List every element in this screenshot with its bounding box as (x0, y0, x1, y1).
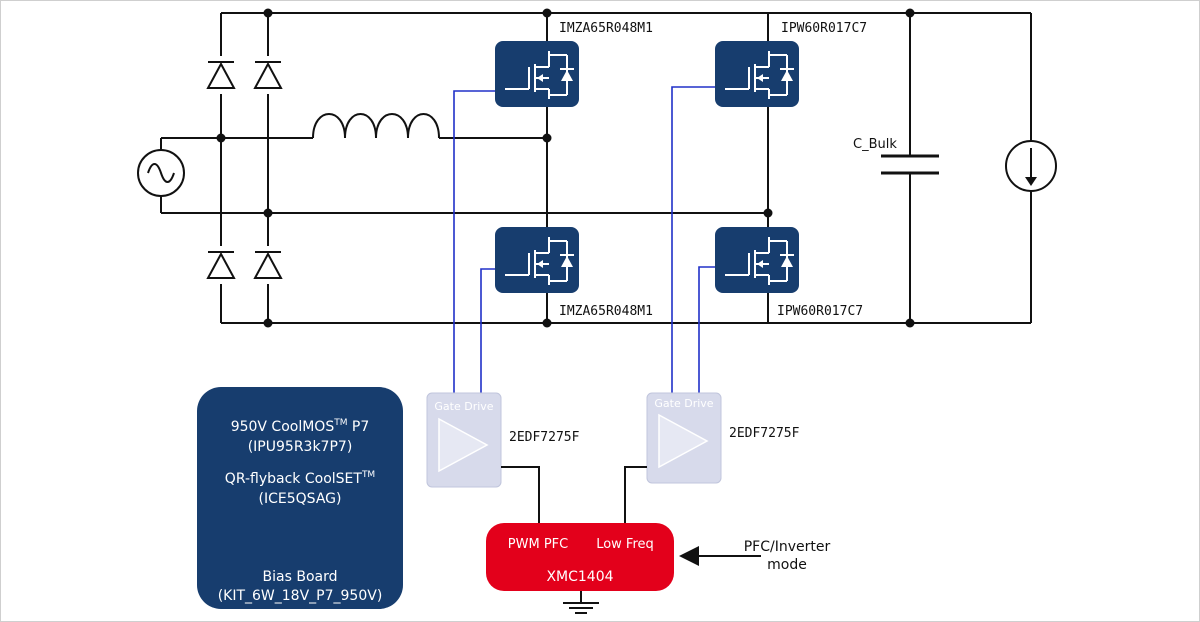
gate-drive-part-label: 2EDF7275F (729, 426, 800, 441)
bias-board-line2: (IPU95R3k7P7) (248, 439, 353, 455)
mosfet-icon (715, 227, 799, 293)
bias-board-block: 950V CoolMOSTM P7 (IPU95R3k7P7) QR-flyba… (197, 387, 403, 609)
diode-icon (206, 246, 236, 284)
gate-drive-part-label: 2EDF7275F (509, 430, 580, 445)
diode-icon (253, 246, 283, 284)
buffer-triangle-icon (658, 413, 709, 469)
mosfet-label-bottom-left: IMZA65R048M1 (559, 304, 653, 319)
bias-board-line5: Bias Board (263, 569, 338, 585)
mosfet-icon (495, 227, 579, 293)
controller-name: XMC1404 (546, 569, 613, 585)
gate-drive-block-left: Gate Drive (426, 392, 502, 488)
gate-drive-title: Gate Drive (434, 400, 493, 413)
gate-drive-title: Gate Drive (654, 397, 713, 410)
controller-wiring (501, 466, 761, 603)
ground-icon (563, 602, 599, 614)
controller-block: PWM PFC Low Freq XMC1404 (486, 523, 674, 591)
buffer-triangle-icon (438, 417, 489, 473)
mosfet-label-top-right: IPW60R017C7 (781, 21, 867, 36)
junction-dots (216, 8, 915, 328)
gate-drive-wiring (453, 86, 717, 393)
controller-pwm-label: PWM PFC (508, 537, 568, 552)
capacitor-icon (881, 154, 939, 175)
mode-input-label-line2: mode (767, 557, 807, 573)
bias-board-line3: QR-flyback CoolSETTM (225, 470, 375, 487)
gate-drive-block-right: Gate Drive (646, 392, 722, 484)
diode-icon (206, 56, 236, 94)
mosfet-label-top-left: IMZA65R048M1 (559, 21, 653, 36)
bias-board-line4: (ICE5QSAG) (259, 491, 342, 507)
mode-input-label-line1: PFC/Inverter (744, 539, 831, 555)
mosfet-label-bottom-right: IPW60R017C7 (777, 304, 863, 319)
mosfet-icon (495, 41, 579, 107)
capacitor-label: C_Bulk (853, 137, 897, 152)
bias-board-line1: 950V CoolMOSTM P7 (231, 418, 370, 435)
bias-board-line6: (KIT_6W_18V_P7_950V) (218, 588, 383, 604)
diode-icon (253, 56, 283, 94)
current-sink-icon (1005, 140, 1057, 192)
mosfet-icon (715, 41, 799, 107)
ac-source-icon (137, 149, 185, 197)
controller-lowfreq-label: Low Freq (596, 537, 654, 552)
inductor-icon (312, 113, 440, 139)
power-wiring (160, 12, 1032, 324)
